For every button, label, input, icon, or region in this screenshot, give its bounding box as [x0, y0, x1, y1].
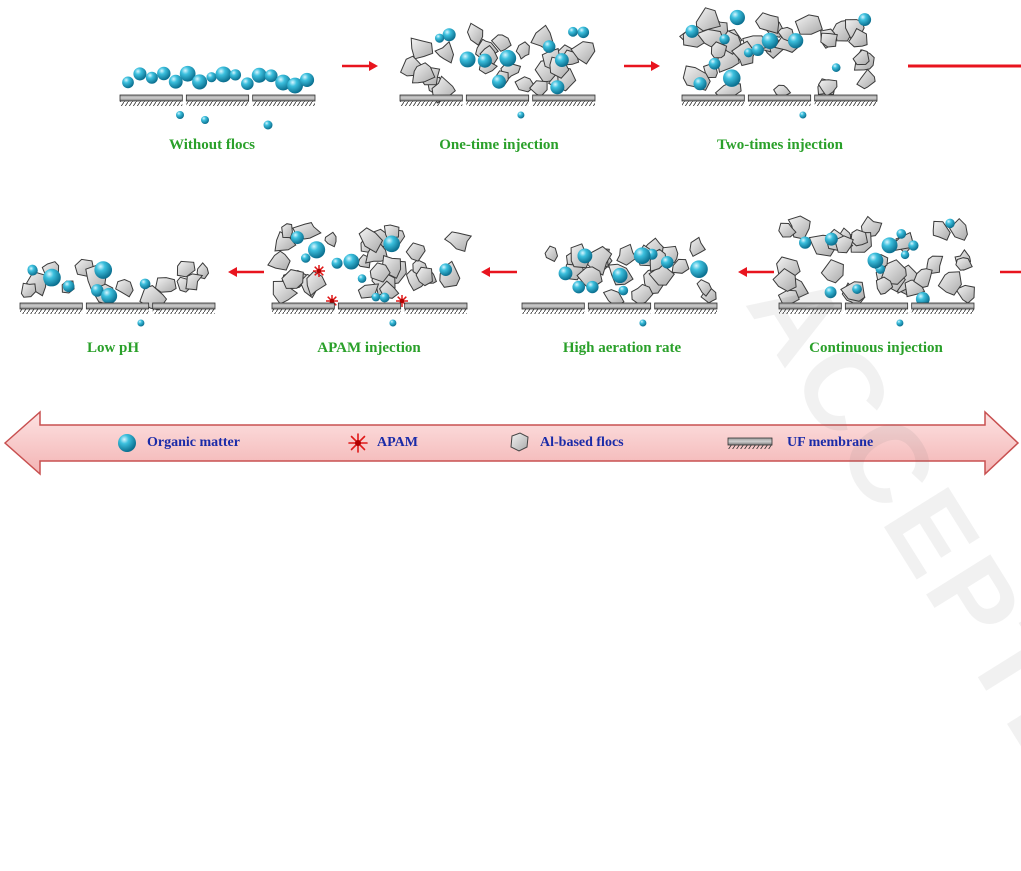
uf-membrane-icon	[727, 437, 773, 449]
flow-arrow-1	[342, 61, 378, 71]
stage-apam-injection	[267, 222, 473, 327]
stage-two-times-injection	[679, 7, 878, 119]
legend-apam: APAM	[377, 435, 418, 450]
legend-uf-membrane: UF membrane	[787, 435, 874, 450]
stage-without-flocs	[119, 65, 316, 130]
flow-arrow-5	[228, 267, 264, 277]
flow-arrow-4	[481, 267, 517, 277]
flow-arrow-3	[738, 267, 774, 277]
stage-label-without-flocs: Without flocs	[169, 137, 255, 153]
stage-high-aeration-rate	[521, 236, 718, 327]
mechanism-diagram	[3, 7, 1021, 476]
legend-organic-matter: Organic matter	[147, 435, 240, 450]
stage-continuous-injection	[772, 215, 975, 327]
stage-label-one-time-injection: One-time injection	[439, 137, 559, 153]
flow-arrow-2	[624, 61, 660, 71]
stage-one-time-injection	[399, 22, 596, 119]
al-floc-icon	[510, 432, 529, 452]
stage-low-ph	[19, 258, 216, 327]
stage-label-two-times-injection: Two-times injection	[717, 137, 843, 153]
stage-label-continuous-injection: Continuous injection	[809, 340, 943, 356]
legend-al-flocs: Al-based flocs	[540, 435, 624, 450]
apam-star-icon	[348, 433, 368, 453]
stage-label-high-aeration-rate: High aeration rate	[562, 340, 682, 356]
stage-label-low-ph: Low pH	[86, 340, 140, 356]
stage-label-apam-injection: APAM injection	[317, 340, 421, 356]
organic-matter-icon	[118, 434, 136, 452]
